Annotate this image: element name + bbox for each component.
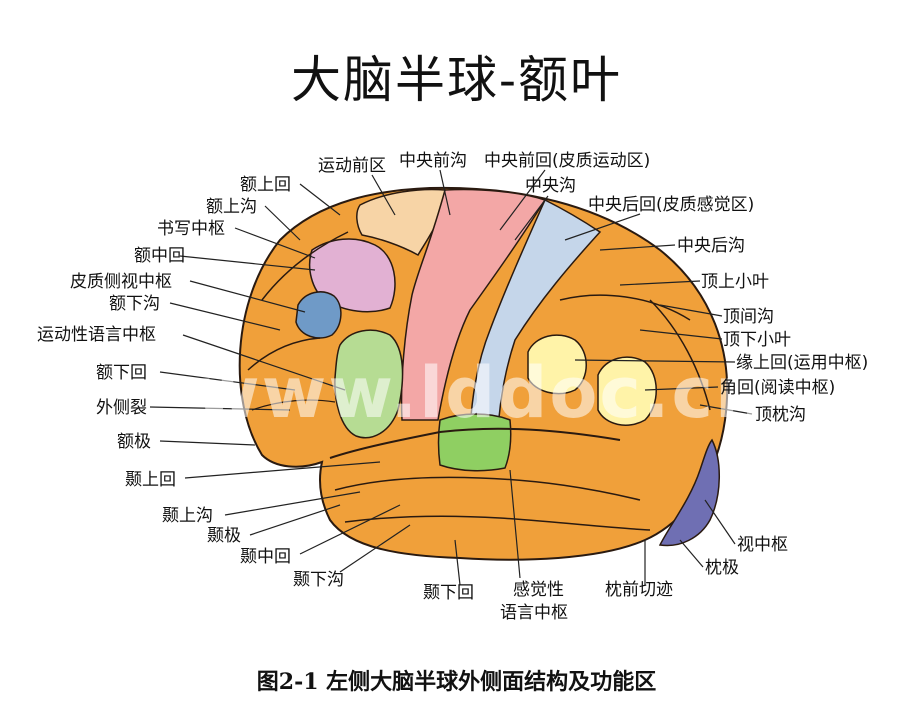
label-writing-center: 书写中枢 [157,219,225,239]
parieto-occipital-line [649,299,711,411]
leader-line [179,255,316,271]
brain-illustration [238,186,729,561]
label-inferior-temporal-gyrus: 颞下回 [423,583,474,603]
label-frontal-pole: 额极 [117,432,151,452]
leader-line [182,334,346,391]
leader-line [189,280,306,313]
premotor-area-region [356,188,446,257]
leader-line [439,169,451,216]
figure-caption: 图2-1 左侧大脑半球外侧面结构及功能区 [256,669,657,695]
leader-line [514,195,549,241]
label-supramarginal-gyrus: 缘上回(运用中枢) [736,353,869,373]
leader-line [149,406,291,411]
motor-speech-center-region [334,329,404,439]
label-motor-speech-center: 运动性语言中枢 [37,325,156,345]
leader-line [574,359,736,363]
leader-line [184,461,381,479]
inferior-temporal-sulcus-line [344,515,651,531]
leader-line [299,504,401,555]
label-postcentral-sulcus: 中央后沟 [677,236,745,256]
label-sensory: 感觉性 [513,580,564,600]
label-inferior-frontal-gyrus: 额下回 [96,363,147,383]
intraparietal-sulcus-line [559,294,691,321]
label-superior-temporal-sulcus: 颞上沟 [162,506,213,526]
leader-line [679,539,704,568]
leader-line [699,404,753,415]
label-premotor-area: 运动前区 [318,156,386,176]
leader-line [499,169,546,231]
leader-line [264,205,301,241]
superior-temporal-sulcus-line [334,476,641,501]
frontal-gyri-line [251,399,336,411]
label-inferior-frontal-sulcus: 额下沟 [109,294,160,314]
leader-line [644,386,719,391]
leader-line [704,499,736,545]
label-temporal-pole: 颞极 [207,526,241,546]
leader-line [159,371,296,391]
label-superior-frontal-gyrus: 额上回 [240,175,291,195]
leader-line [159,440,256,446]
label-postcentral-gyrus: 中央后回(皮质感觉区) [588,195,755,215]
label-lateral-gaze-center: 皮质侧视中枢 [70,272,172,292]
leader-line [619,280,701,286]
label-parieto-occipital-sulcus: 顶枕沟 [755,405,806,425]
angular-gyrus-region [597,356,657,426]
watermark: www.lddoc.cn [195,352,767,434]
visual-center-region [658,438,720,547]
leader-lines [149,169,753,586]
label-superior-temporal-gyrus: 颞上回 [125,470,176,490]
label-middle-temporal-gyrus: 颞中回 [240,547,291,567]
leader-line [599,244,676,251]
leader-line [454,539,461,586]
supramarginal-gyrus-region [527,334,587,395]
lateral-fissure-line [329,427,621,459]
label-superior-parietal-lobule: 顶上小叶 [701,272,769,292]
lateral-gaze-center-region [295,291,342,339]
label-superior-frontal-sulcus: 额上沟 [206,197,257,217]
leader-line [169,302,281,331]
leader-line [509,469,521,579]
label-inferior-temporal-sulcus: 颞下沟 [293,570,344,590]
label-occipital-pole: 枕极 [705,558,739,578]
label-visual-center: 视中枢 [737,535,788,555]
page-title: 大脑半球-额叶 [291,51,622,109]
label-central-sulcus: 中央沟 [525,176,576,196]
label-middle-frontal-gyrus: 额中回 [134,246,185,266]
leader-line [339,524,411,573]
leader-line [371,174,396,216]
leader-line [639,329,723,340]
inferior-frontal-sulcus-line [247,337,321,371]
label-angular-gyrus: 角回(阅读中枢) [720,378,836,398]
label-precentral-gyrus: 中央前回(皮质运动区) [484,151,651,171]
leader-line [659,304,723,317]
label-intraparietal-sulcus: 顶间沟 [723,307,774,327]
leader-line [234,227,316,259]
leader-line [249,504,341,536]
label-precentral-sulcus: 中央前沟 [399,151,467,171]
superior-frontal-sulcus-line [261,231,349,301]
leader-line [299,183,341,216]
leader-line [224,491,361,516]
label-preoccipital-notch: 枕前切迹 [605,580,673,600]
label-lateral-fissure: 外侧裂 [96,398,147,418]
leader-line [564,213,641,241]
label-speech-center: 语言中枢 [500,603,568,623]
label-inferior-parietal-lobule: 顶下小叶 [723,330,791,350]
